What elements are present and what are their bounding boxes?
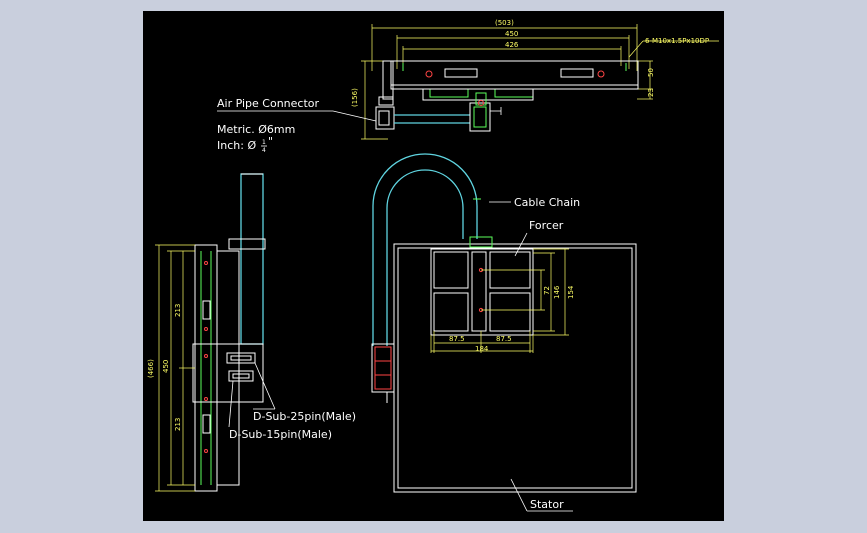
dim-184-text: 184 — [475, 345, 489, 353]
forcer-label: Forcer — [529, 219, 564, 232]
cable-end-block — [371, 343, 395, 393]
top-view: (503) 450 426 6-M10x1.5Px10DP 50 23 (156… — [351, 19, 719, 140]
dim-side-450-text: 450 — [162, 360, 170, 373]
air-pipe-label: Air Pipe Connector — [217, 97, 320, 110]
dim-450-text: 450 — [505, 30, 518, 38]
side-connector-box — [192, 343, 264, 403]
cable-chain-label: Cable Chain — [514, 196, 580, 209]
dim-213a-text: 213 — [174, 304, 182, 317]
dsub25-label: D-Sub-25pin(Male) — [253, 410, 356, 423]
side-view: (466) 450 213 213 — [147, 173, 266, 492]
inch-label: Inch: Ø — [217, 139, 256, 152]
dim-50-text: 50 — [647, 68, 655, 77]
dim-213b-text: 213 — [174, 418, 182, 431]
chain-connector — [469, 236, 493, 248]
dsub15-connector — [228, 370, 254, 382]
dim-466-text: (466) — [147, 359, 155, 378]
forcer-outline — [430, 248, 534, 336]
drawing-canvas: (503) 450 426 6-M10x1.5Px10DP 50 23 (156… — [143, 11, 724, 521]
cad-drawing: (503) 450 426 6-M10x1.5Px10DP 50 23 (156… — [147, 19, 719, 512]
inch-frac-num: 1 — [262, 139, 266, 146]
dim-156-text: (156) — [351, 88, 359, 107]
stator-label: Stator — [530, 498, 564, 511]
dim-154-text: 154 — [567, 285, 575, 299]
dim-23-text: 23 — [647, 88, 655, 97]
dim-72-text: 72 — [543, 286, 551, 295]
dsub25-connector — [226, 352, 256, 364]
metric-label: Metric. Ø6mm — [217, 123, 295, 136]
dim-426-text: 426 — [505, 41, 519, 49]
cable-chain-arc — [372, 153, 478, 346]
stator-outline — [393, 243, 637, 493]
side-stator-plate — [194, 244, 218, 492]
side-cable-chain — [240, 173, 264, 345]
dim-875a-text: 87.5 — [449, 335, 465, 343]
top-air-connector — [375, 106, 395, 130]
dsub15-label: D-Sub-15pin(Male) — [229, 428, 332, 441]
top-bolt-hole — [425, 70, 433, 78]
inch-mark: " — [268, 135, 273, 148]
plan-view: 72 146 154 87.5 87.5 184 — [371, 153, 637, 493]
dim-503-text: (503) — [495, 19, 514, 27]
dim-875b-text: 87.5 — [496, 335, 512, 343]
inch-frac-den: 4 — [262, 147, 266, 154]
dim-146-text: 146 — [553, 285, 561, 299]
